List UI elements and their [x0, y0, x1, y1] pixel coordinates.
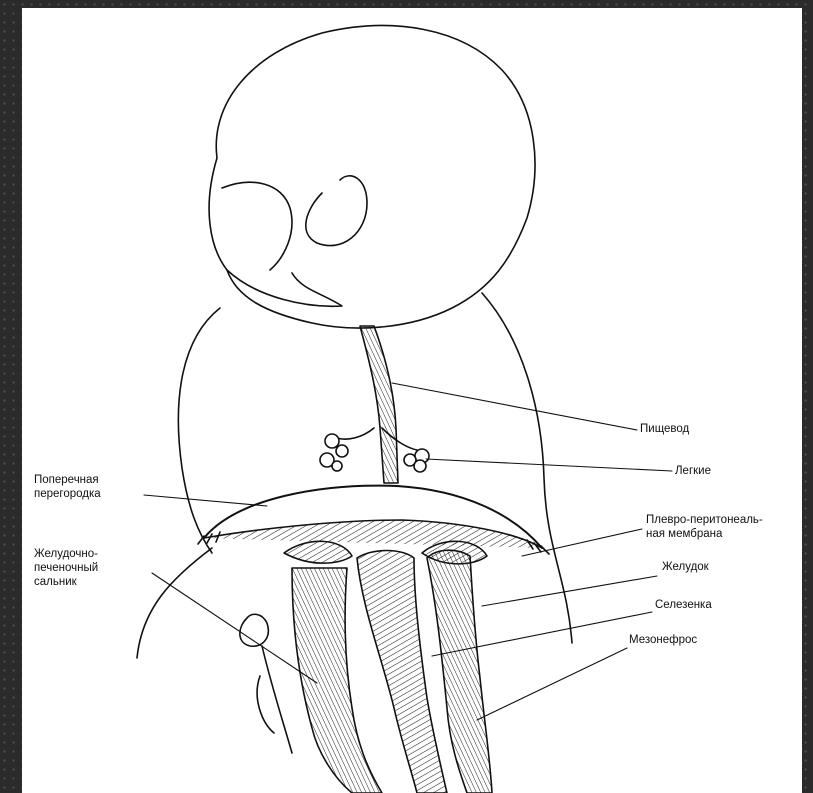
label-mesonephros: Мезонефрос	[629, 633, 697, 647]
label-membrane-line1: Плевро-перитонеаль-	[646, 513, 763, 527]
label-spleen: Селезенка	[655, 598, 712, 612]
label-lungs: Легкие	[675, 464, 711, 478]
label-omentum-line2: печеночный	[34, 561, 98, 575]
body-outline-left	[178, 308, 220, 553]
label-septum-line2: перегородка	[34, 487, 101, 501]
septum-rim	[204, 520, 542, 548]
label-esophagus: Пищевод	[640, 422, 689, 436]
lung-right	[404, 449, 429, 472]
diagram-frame: Пищевод Легкие Поперечная перегородка Пл…	[22, 8, 802, 793]
head-outline	[209, 26, 535, 328]
label-stomach: Желудок	[662, 560, 709, 574]
body-outline-right	[482, 293, 572, 643]
face-fold	[222, 182, 292, 270]
label-omentum-line3: сальник	[34, 575, 77, 589]
label-membrane-line2: ная мембрана	[646, 527, 722, 541]
ear-curl	[306, 176, 367, 246]
embryo-illustration	[22, 8, 802, 793]
body-outline-left-low	[137, 548, 212, 658]
esophagus-shape	[360, 326, 398, 483]
bronchi	[337, 428, 417, 450]
head-fold	[227, 270, 342, 306]
membrane-left	[284, 541, 352, 563]
omentum-strand	[262, 646, 292, 753]
label-omentum-line1: Желудочно-	[34, 547, 98, 561]
label-septum-line1: Поперечная	[34, 473, 99, 487]
